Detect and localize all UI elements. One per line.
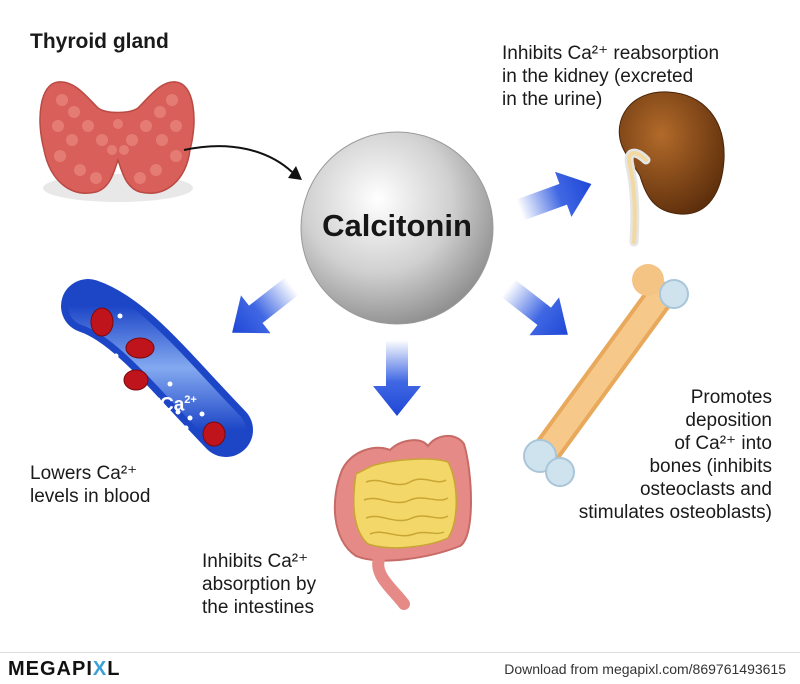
bone-text-line: Promotes	[690, 387, 772, 408]
secretion-arrow	[183, 145, 302, 180]
megapixl-logo[interactable]: MEGAPIXL	[8, 658, 120, 681]
vessel-calcium-charge: 2+	[184, 394, 197, 406]
arrow-to-bone	[493, 269, 583, 354]
intestine-text-line: absorption by	[202, 574, 317, 595]
bone-text-line: bones (inhibits	[649, 456, 772, 477]
bone-text-line: stimulates osteoblasts)	[578, 502, 772, 523]
bone-text-line: deposition	[685, 410, 772, 431]
blood-effect-text: Lowers Ca²⁺ levels in blood	[30, 462, 150, 508]
blood-text-line: Lowers Ca²⁺	[30, 463, 138, 484]
calcitonin-sphere	[300, 131, 494, 325]
bone-text-line: osteoclasts and	[639, 479, 772, 500]
logo-part: MEGAPI	[8, 658, 93, 680]
blood-vessel-illustration	[61, 279, 253, 457]
download-link[interactable]: Download from megapixl.com/869761493615	[504, 661, 786, 677]
vessel-calcium-symbol: Ca	[160, 394, 185, 416]
vessel-calcium-label: Ca2+	[160, 394, 197, 416]
kidney-text-line: in the urine)	[502, 89, 603, 110]
intestine-text-line: the intestines	[202, 597, 314, 618]
intestine-text-line: Inhibits Ca²⁺	[202, 551, 309, 572]
blood-text-line: levels in blood	[30, 486, 151, 507]
arrow-to-blood	[217, 267, 307, 352]
bone-text-line: of Ca²⁺ into	[674, 433, 772, 454]
intestines-illustration	[333, 435, 472, 610]
kidney-text-line: in the kidney (excreted	[502, 66, 694, 87]
kidney-effect-text: Inhibits Ca²⁺ reabsorption in the kidney…	[502, 42, 719, 111]
kidney-illustration	[618, 91, 725, 247]
arrow-to-kidney	[511, 161, 600, 233]
bone-effect-text: Promotes deposition of Ca²⁺ into bones (…	[579, 386, 772, 524]
bone-illustration	[523, 264, 689, 487]
calcitonin-label: Calcitonin	[322, 208, 472, 243]
intestine-effect-text: Inhibits Ca²⁺ absorption by the intestin…	[202, 550, 316, 619]
footer-bar: MEGAPIXL Download from megapixl.com/8697…	[0, 652, 800, 684]
logo-part: L	[107, 658, 121, 680]
thyroid-gland-title: Thyroid gland	[30, 30, 169, 53]
kidney-text-line: Inhibits Ca²⁺ reabsorption	[502, 43, 720, 64]
thyroid-gland-illustration	[39, 81, 195, 202]
logo-part: X	[92, 658, 108, 680]
arrow-to-intestine	[373, 340, 421, 416]
